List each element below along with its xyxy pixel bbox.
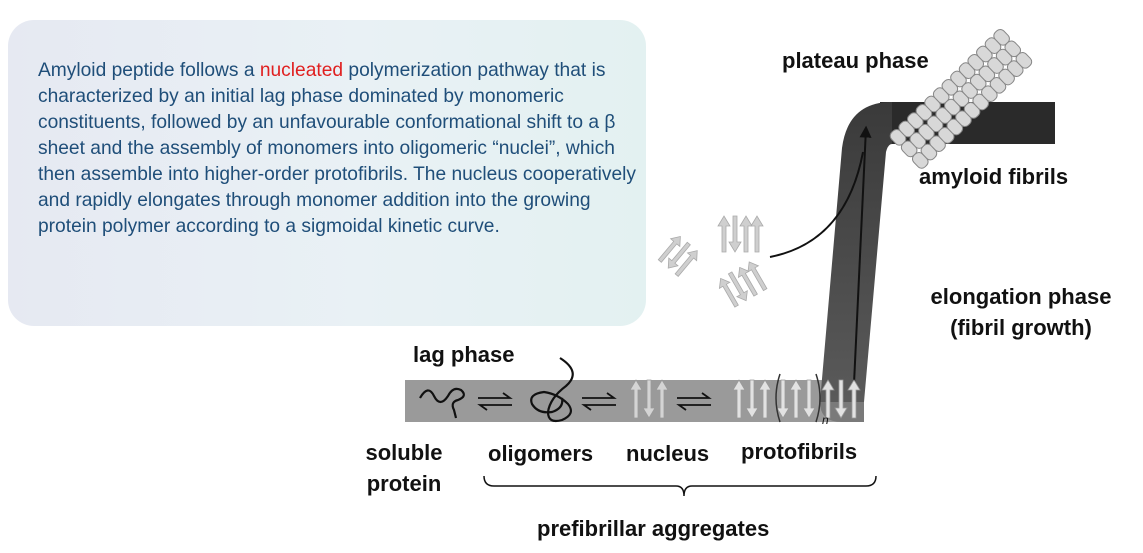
description-text: Amyloid peptide follows a nucleated poly… [38, 58, 638, 240]
free-monomers-top [717, 215, 764, 253]
lag-band [405, 380, 860, 422]
plateau-phase-label: plateau phase [782, 48, 929, 73]
monomer-addition-arrow [769, 151, 864, 258]
nucleus-label: nucleus [626, 441, 710, 466]
free-monomers-left [657, 235, 698, 278]
oligomers-label: oligomers [488, 441, 594, 466]
free-monomers-bottom [718, 261, 768, 308]
elongation-phase-line1: elongation phase [930, 284, 1112, 309]
description-before: Amyloid peptide follows a [38, 60, 260, 81]
nucleus-strands [629, 379, 669, 419]
elongation-band [820, 102, 892, 402]
protofibril-strands [732, 379, 861, 419]
monomer-squiggle [419, 387, 465, 419]
elongation-phase-line2: (fibril growth) [950, 315, 1092, 340]
prefibrillar-aggregates-label: prefibrillar aggregates [537, 516, 770, 541]
soluble-protein-label: soluble protein [356, 437, 452, 499]
fibril-bundle [889, 28, 1033, 169]
amyloid-fibrils-label: amyloid fibrils [919, 164, 1069, 189]
description-highlight: nucleated [259, 60, 344, 81]
elongation-phase-label: elongation phase (fibril growth) [912, 281, 1130, 343]
repeat-bracket-left [775, 373, 781, 423]
oligomer-squiggle [530, 357, 574, 423]
prefibrillar-brace [483, 475, 877, 497]
description-box [8, 20, 646, 326]
soluble-protein-line2: protein [366, 471, 442, 496]
repeat-subscript: n [822, 413, 829, 427]
lag-phase-label: lag phase [413, 342, 515, 367]
repeat-bracket-right [815, 373, 821, 423]
growth-arrow [852, 125, 872, 406]
protofibrils-label: protofibrils [741, 439, 858, 464]
equilibrium-arrows [477, 392, 712, 411]
description-after: polymerization pathway that is character… [38, 60, 636, 237]
soluble-protein-line1: soluble [365, 440, 443, 465]
